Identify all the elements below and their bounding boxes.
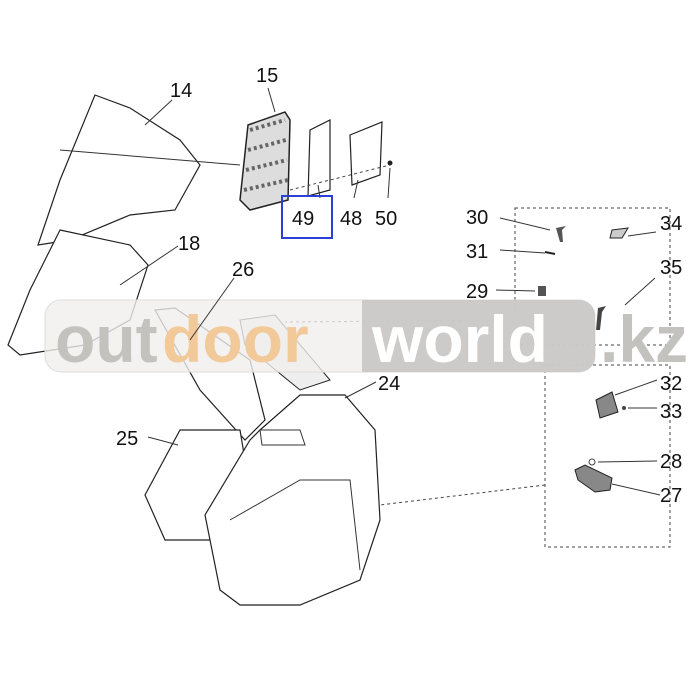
callout-27[interactable]: 27: [660, 485, 682, 507]
callout-50[interactable]: 50: [375, 208, 397, 230]
callout-25[interactable]: 25: [116, 428, 138, 450]
callout-24[interactable]: 24: [378, 373, 400, 395]
callout-34[interactable]: 34: [660, 213, 682, 235]
part-50-screw: [387, 160, 393, 166]
watermark-text-world: world: [371, 302, 548, 376]
part-14-windshield: [37, 94, 241, 246]
callout-28[interactable]: 28: [660, 451, 682, 473]
callout-48[interactable]: 48: [340, 208, 362, 230]
callout-30[interactable]: 30: [466, 207, 488, 229]
callout-26[interactable]: 26: [232, 259, 254, 281]
callout-33[interactable]: 33: [660, 401, 682, 423]
part-35-bolt: [596, 306, 606, 330]
callout-32[interactable]: 32: [660, 373, 682, 395]
hardware-group-box-lower: [544, 364, 671, 548]
leader-lines: [119, 87, 661, 496]
callout-14[interactable]: 14: [170, 80, 192, 102]
part-29-nut: [538, 286, 546, 296]
part-34-clip: [609, 227, 629, 239]
part-15-grille: [239, 111, 291, 211]
hardware-group-box-upper: [514, 207, 671, 346]
watermark: out door world .kz: [44, 299, 688, 376]
part-49-plate: [307, 119, 331, 197]
callout-35[interactable]: 35: [660, 257, 682, 279]
watermark-text-out: out: [55, 302, 158, 376]
assembly-line: [289, 164, 391, 191]
part-27-latch: [574, 464, 613, 493]
part-28-washer: [588, 458, 596, 466]
part-33-nut: [622, 406, 626, 410]
part-48-plate: [349, 121, 383, 186]
watermark-text-kz: .kz: [600, 302, 688, 376]
assembly-line: [379, 484, 546, 506]
callout-49[interactable]: 49: [292, 208, 314, 230]
selected-part-highlight: [281, 195, 333, 239]
part-30-screw: [556, 226, 566, 242]
part-24-front-fairing: [204, 394, 381, 606]
callout-18[interactable]: 18: [178, 233, 200, 255]
callout-29[interactable]: 29: [466, 281, 488, 303]
callout-15[interactable]: 15: [256, 65, 278, 87]
part-31-washer: [544, 251, 556, 255]
callout-31[interactable]: 31: [466, 241, 488, 263]
part-32-bracket: [595, 391, 619, 419]
watermark-text-door: door: [162, 302, 309, 376]
